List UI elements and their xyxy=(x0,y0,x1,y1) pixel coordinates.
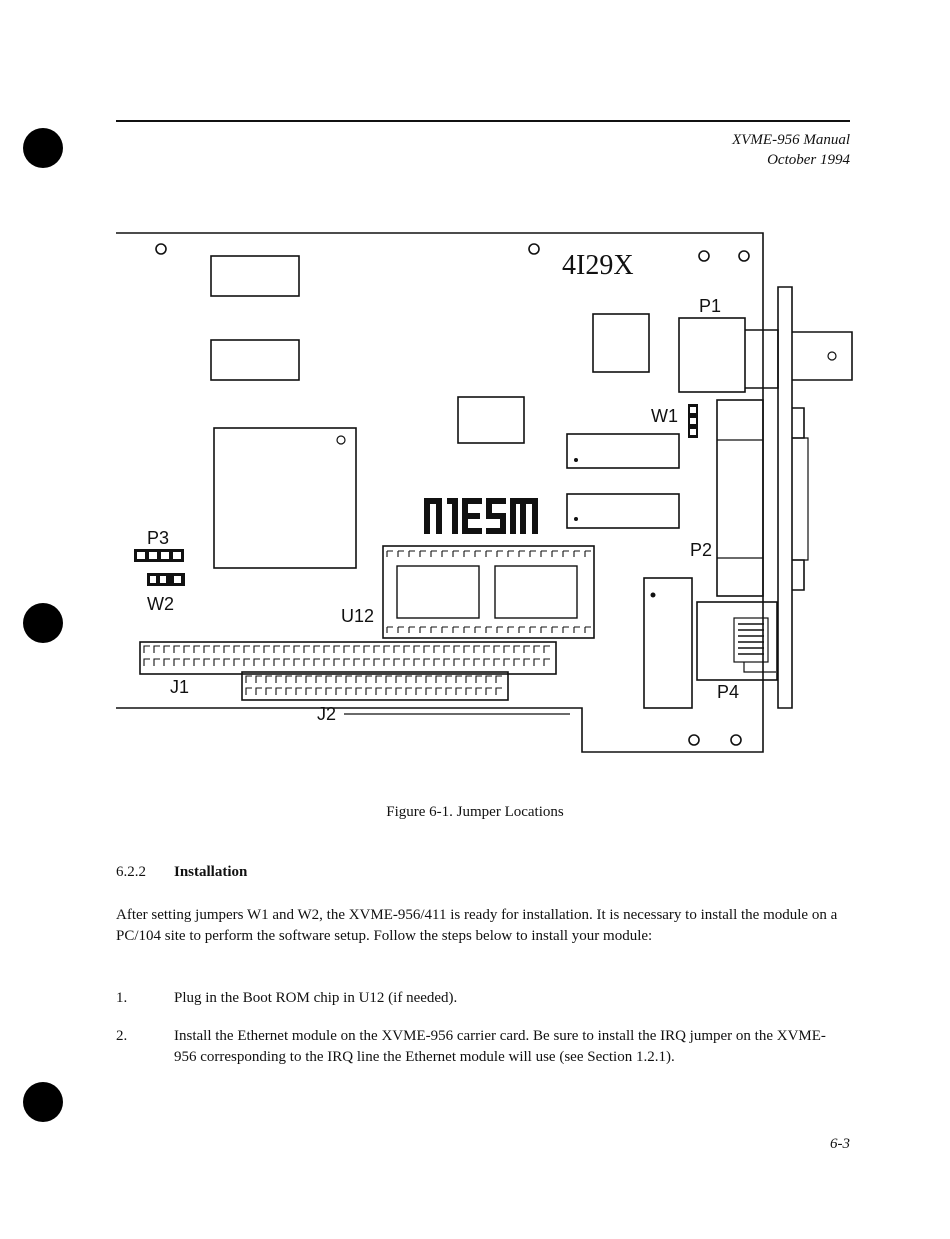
section-heading: 6.2.2 Installation xyxy=(116,864,247,881)
chip xyxy=(592,313,650,373)
j1-header xyxy=(139,641,557,675)
label-p4: P4 xyxy=(717,682,739,702)
mount-hole xyxy=(688,734,700,746)
section-number: 6.2.2 xyxy=(116,864,146,880)
mount-hole xyxy=(528,243,540,255)
header-date: October 1994 xyxy=(767,152,850,168)
label-u12: U12 xyxy=(341,606,374,626)
pin1-marker xyxy=(336,435,346,445)
label-j2: J2 xyxy=(317,704,336,724)
list-item: 2. Install the Ethernet module on the XV… xyxy=(116,1026,846,1068)
p2-connector xyxy=(716,399,764,597)
p1-connector-body xyxy=(745,329,779,389)
intro-paragraph: After setting jumpers W1 and W2, the XVM… xyxy=(116,907,838,944)
header-pin xyxy=(143,645,550,666)
label-w2: W2 xyxy=(147,594,174,614)
mount-hole xyxy=(738,250,750,262)
bnc-mount-hole xyxy=(827,351,837,361)
step-number: 2. xyxy=(116,1028,128,1044)
jumper-location-diagram: 4I29X P1 W1 P2 MESA U12 xyxy=(116,232,853,753)
chip xyxy=(457,396,525,444)
u12-socket xyxy=(382,545,595,639)
page-number: 6-3 xyxy=(830,1136,850,1152)
step-number: 1. xyxy=(116,990,128,1006)
j1-pins xyxy=(143,645,550,666)
header-manual-title: XVME-956 Manual xyxy=(732,132,850,148)
bnc-connector xyxy=(792,331,853,381)
step-text: Plug in the Boot ROM chip in U12 (if nee… xyxy=(174,990,458,1006)
binder-hole-top xyxy=(23,128,63,168)
chip xyxy=(210,255,300,297)
p1-connector xyxy=(678,317,746,393)
label-p1: P1 xyxy=(699,296,721,316)
header-rule xyxy=(116,120,850,122)
binder-hole-bottom xyxy=(23,1082,63,1122)
p4-connector xyxy=(696,601,778,681)
u12-pins-top xyxy=(386,550,591,557)
u12-pins-bottom xyxy=(386,626,591,633)
section-title: Installation xyxy=(174,864,248,880)
label-w1: W1 xyxy=(651,406,678,426)
chip xyxy=(643,577,693,709)
mesa-logo: MESA xyxy=(424,498,538,546)
list-item: 1. Plug in the Boot ROM chip in U12 (if … xyxy=(116,988,846,1009)
chip xyxy=(566,493,680,529)
mount-hole xyxy=(730,734,742,746)
binder-hole-middle xyxy=(23,603,63,643)
board-outline xyxy=(116,232,764,753)
mount-hole xyxy=(155,243,167,255)
mount-hole xyxy=(698,250,710,262)
figure-caption: Figure 6-1. Jumper Locations xyxy=(386,804,564,820)
label-p3: P3 xyxy=(147,528,169,548)
label-j1: J1 xyxy=(170,677,189,697)
label-p2: P2 xyxy=(690,540,712,560)
p3-jumper-block xyxy=(134,549,184,562)
j2-header xyxy=(241,671,509,701)
step-text: Install the Ethernet module on the XVME-… xyxy=(174,1028,826,1065)
processor-chip xyxy=(213,427,357,569)
j2-pins xyxy=(245,675,502,695)
chip xyxy=(566,433,680,469)
mounting-bracket xyxy=(777,286,793,709)
chip xyxy=(210,339,300,381)
board-name: 4I29X xyxy=(562,250,634,281)
logo-text: MESA xyxy=(480,543,483,546)
header-pin xyxy=(245,675,502,695)
